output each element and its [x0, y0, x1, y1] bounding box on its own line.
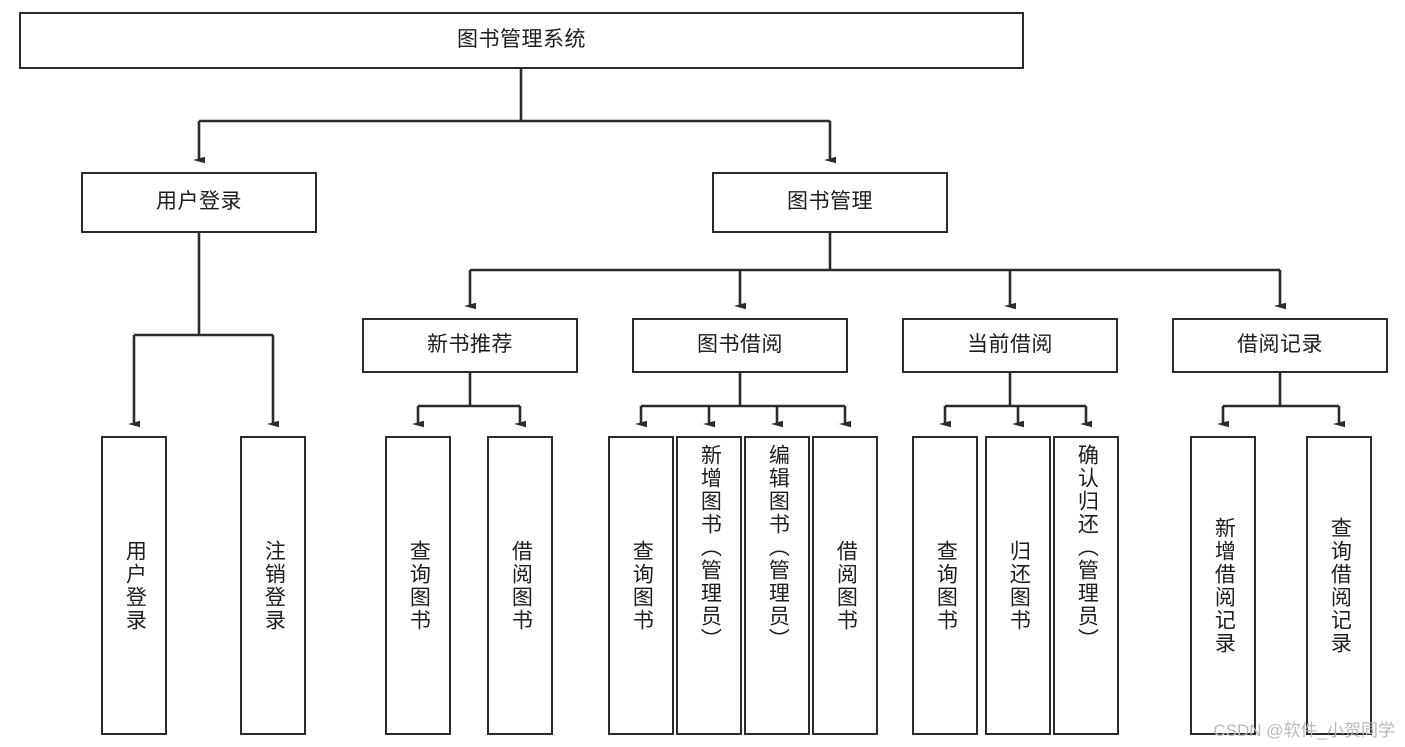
- node-leaf-borrow-book-rec[interactable]: 借阅图书: [487, 436, 553, 735]
- node-leaf-add-book[interactable]: 新增图书（管理员）: [676, 436, 742, 735]
- node-leaf-confirm-return-label: 确认归还（管理员）: [1075, 444, 1099, 651]
- node-leaf-add-record[interactable]: 新增借阅记录: [1190, 436, 1256, 735]
- node-leaf-query-book-borrow-label: 查询图书: [630, 539, 654, 632]
- node-new-book-recommend-label: 新书推荐: [427, 333, 513, 357]
- node-root-label: 图书管理系统: [457, 28, 586, 52]
- node-leaf-confirm-return[interactable]: 确认归还（管理员）: [1053, 436, 1119, 735]
- node-leaf-edit-book[interactable]: 编辑图书（管理员）: [744, 436, 810, 735]
- node-leaf-return-book-label: 归还图书: [1007, 539, 1031, 632]
- node-new-book-recommend[interactable]: 新书推荐: [362, 318, 578, 373]
- node-root[interactable]: 图书管理系统: [19, 12, 1024, 69]
- node-user-login-label: 用户登录: [156, 190, 242, 214]
- csdn-watermark: CSDN @软件_小贺同学: [1213, 721, 1395, 740]
- node-leaf-add-book-label: 新增图书（管理员）: [698, 444, 722, 651]
- node-user-login[interactable]: 用户登录: [81, 172, 317, 233]
- node-leaf-borrow-book-label: 借阅图书: [834, 539, 858, 632]
- node-book-management[interactable]: 图书管理: [712, 172, 948, 233]
- node-leaf-logout[interactable]: 注销登录: [240, 436, 306, 735]
- node-leaf-add-record-label: 新增借阅记录: [1212, 516, 1236, 655]
- node-book-borrow-label: 图书借阅: [697, 333, 783, 357]
- node-leaf-query-record-label: 查询借阅记录: [1328, 516, 1352, 655]
- node-leaf-query-book-current-label: 查询图书: [934, 539, 958, 632]
- node-leaf-query-book-rec-label: 查询图书: [407, 539, 431, 632]
- node-leaf-borrow-book[interactable]: 借阅图书: [812, 436, 878, 735]
- node-leaf-edit-book-label: 编辑图书（管理员）: [766, 444, 790, 651]
- node-book-management-label: 图书管理: [787, 190, 873, 214]
- node-current-borrow-label: 当前借阅: [967, 333, 1053, 357]
- node-leaf-user-login[interactable]: 用户登录: [101, 436, 167, 735]
- node-leaf-query-record[interactable]: 查询借阅记录: [1306, 436, 1372, 735]
- node-book-borrow[interactable]: 图书借阅: [632, 318, 848, 373]
- node-leaf-query-book-rec[interactable]: 查询图书: [385, 436, 451, 735]
- node-borrow-record-label: 借阅记录: [1237, 333, 1323, 357]
- node-leaf-user-login-label: 用户登录: [123, 539, 147, 632]
- node-current-borrow[interactable]: 当前借阅: [902, 318, 1118, 373]
- node-leaf-query-book-borrow[interactable]: 查询图书: [608, 436, 674, 735]
- node-leaf-logout-label: 注销登录: [262, 539, 286, 632]
- node-leaf-return-book[interactable]: 归还图书: [985, 436, 1051, 735]
- node-leaf-query-book-current[interactable]: 查询图书: [912, 436, 978, 735]
- node-leaf-borrow-book-rec-label: 借阅图书: [509, 539, 533, 632]
- node-borrow-record[interactable]: 借阅记录: [1172, 318, 1388, 373]
